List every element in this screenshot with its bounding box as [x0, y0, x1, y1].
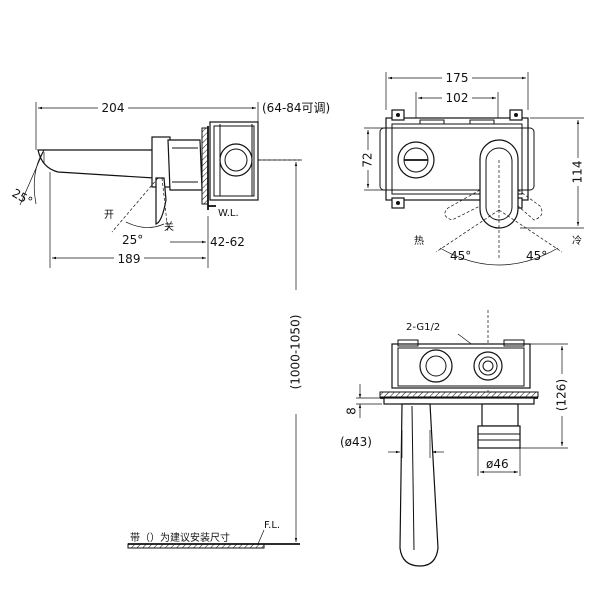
dim-body-height: (126) [555, 379, 569, 411]
inlet-right [473, 351, 503, 381]
side-view: 204 (64-84可调) W.L. 25° 开 [10, 100, 330, 549]
floor-line-label: F.L. [264, 520, 280, 531]
dim-inlet-spacing: 102 [446, 91, 469, 105]
label-cold: 冷 [572, 234, 582, 247]
plate-hatch [379, 391, 539, 398]
spout [37, 149, 155, 179]
label-close: 关 [164, 220, 174, 233]
dim-angle-right: 45° [526, 249, 547, 263]
handle [155, 177, 167, 225]
dim-wall-depth: 42-62 [210, 235, 245, 249]
dim-spout-length: 189 [118, 252, 141, 266]
dim-angle-left: 45° [450, 249, 471, 263]
dim-outer-height: 114 [571, 161, 585, 184]
label-open: 开 [104, 210, 114, 221]
dim-box-height: 72 [361, 152, 375, 167]
dim-plate: 8 [345, 407, 359, 415]
wall-line-label: W.L. [218, 208, 239, 219]
front-view: 175 102 热 冷 [360, 70, 586, 266]
dim-spout-dia: (ø43) [340, 435, 372, 449]
box-bottom-view [391, 343, 531, 389]
box-frame-inner [379, 127, 535, 191]
install-note: 带（）为建议安装尺寸 [130, 531, 230, 544]
inlet-left [419, 349, 453, 383]
label-thread: 2-G1/2 [406, 322, 440, 333]
spout-bottom [399, 403, 439, 567]
dim-angle-top: 25° [10, 186, 35, 209]
dim-angle-bottom: 25° [122, 233, 143, 247]
dim-box-width: 175 [446, 71, 469, 85]
handle-bottom [481, 403, 519, 427]
dim-height: (1000-1050) [289, 315, 303, 390]
bottom-view: 2-G1/2 8 (ø43) [340, 310, 570, 567]
dim-handle-dia: ø46 [486, 457, 509, 471]
label-hot: 热 [414, 234, 424, 247]
dim-total-length: 204 [102, 101, 125, 115]
dim-adjust-range: (64-84可调) [262, 101, 330, 115]
